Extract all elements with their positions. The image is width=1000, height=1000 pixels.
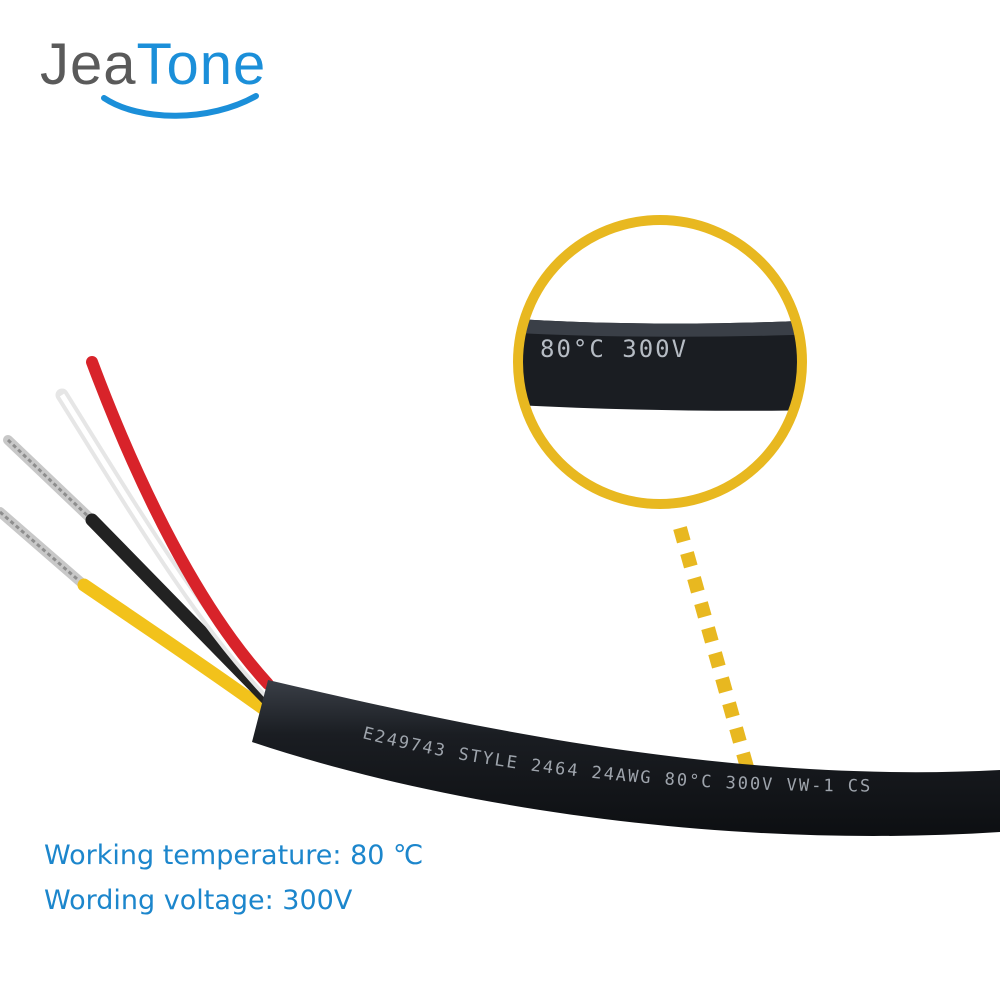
brand-logo-part2: Tone [136, 32, 267, 97]
zoom-connector-dashes [673, 526, 757, 780]
wire-yellow [77, 578, 275, 719]
spec-working-temperature: Working temperature: 80 ℃ [44, 840, 424, 871]
brand-logo-text: JeaTone [40, 36, 266, 94]
brand-logo-part1: Jea [40, 32, 137, 97]
zoom-print-text: 80°C 300V [540, 335, 688, 363]
cable-jacket [252, 680, 1000, 836]
brand-swoosh-icon [101, 93, 259, 119]
spec-working-voltage: Wording voltage: 300V [44, 885, 353, 916]
zoom-magnifier: 80°C 300V [513, 215, 807, 509]
zoom-ring [513, 215, 807, 509]
wire-red [86, 356, 274, 690]
exposed-copper-strands [0, 435, 97, 590]
brand-logo: JeaTone [40, 36, 340, 119]
